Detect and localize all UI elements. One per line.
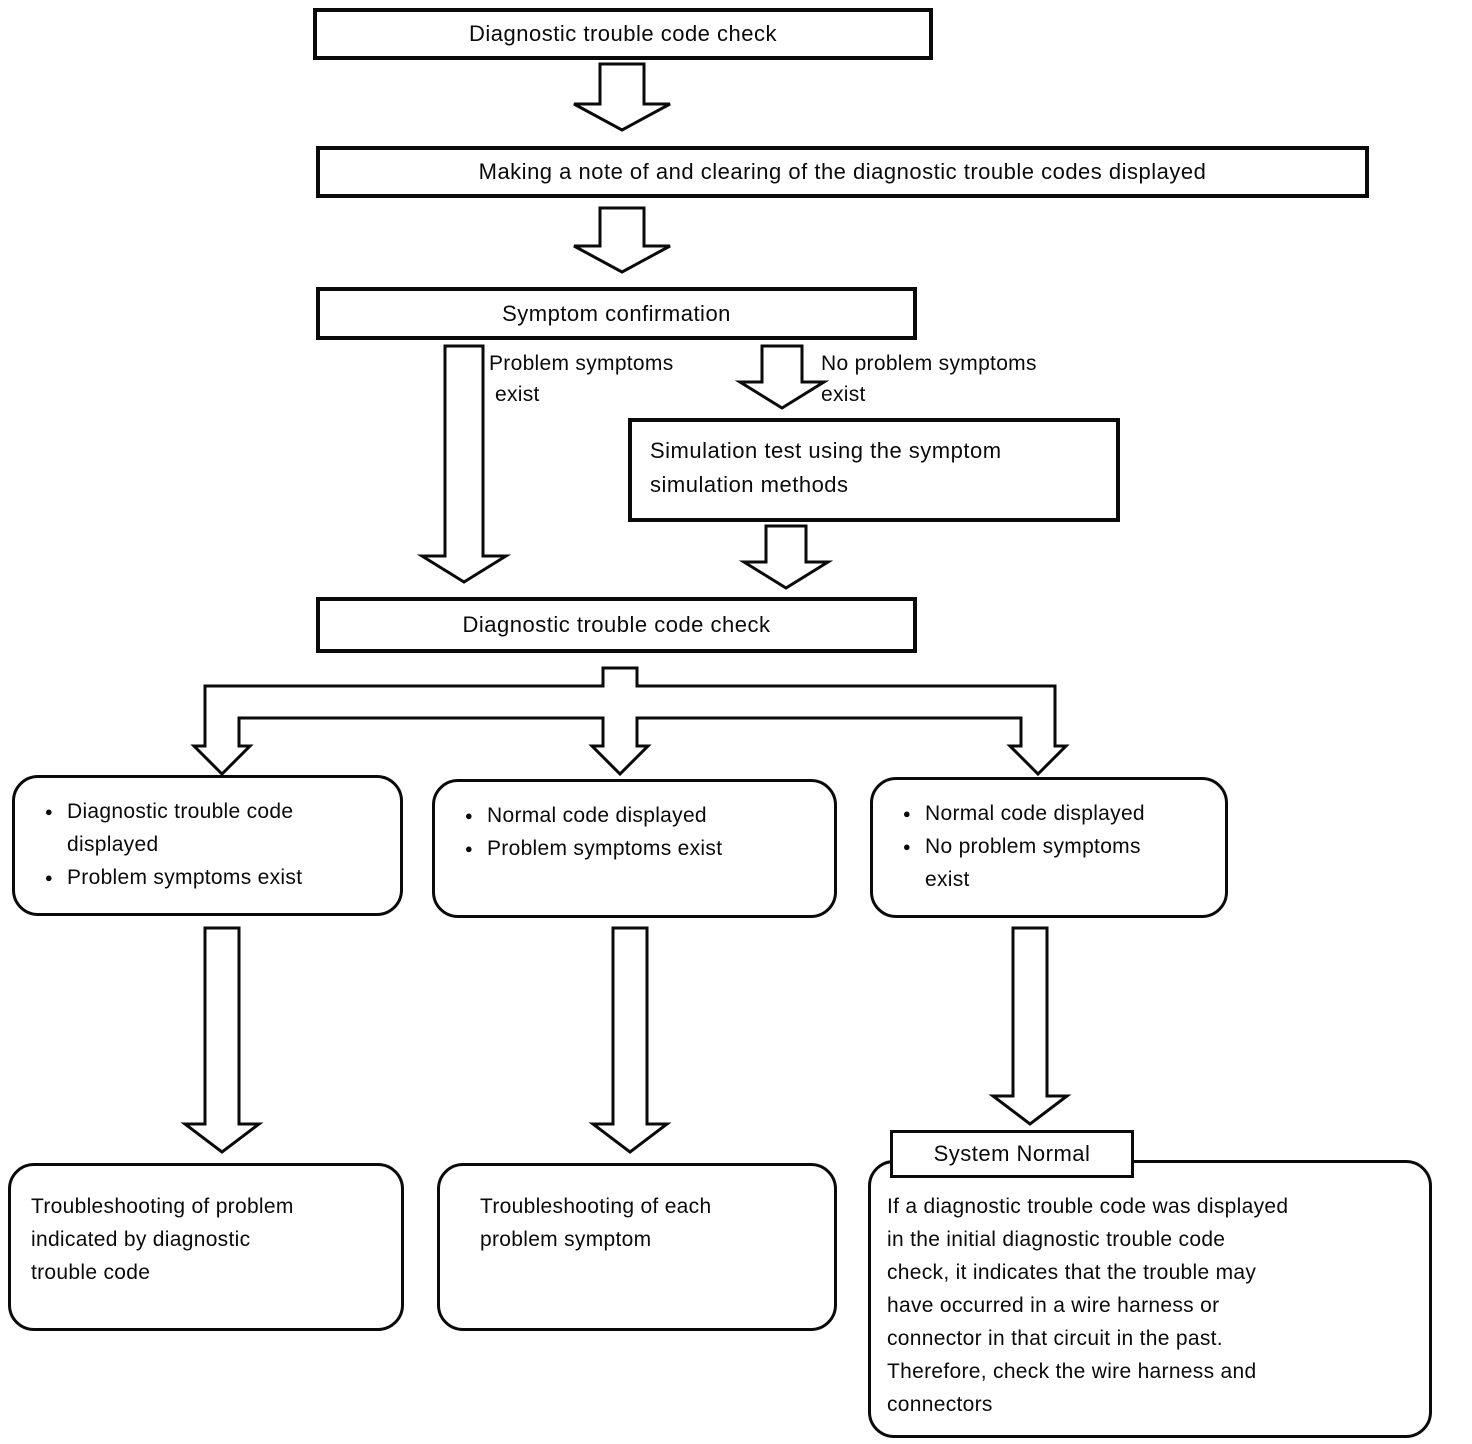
note-line: Therefore, check the wire harness and	[887, 1360, 1257, 1383]
list-item-line: Normal code displayed	[487, 804, 707, 827]
down-arrow-icon	[573, 206, 671, 274]
bullet-icon: ●	[44, 870, 54, 885]
list-item-line: Problem symptoms exist	[487, 837, 723, 860]
bullet-icon: ●	[902, 839, 912, 854]
step-dtc-check-2-label: Diagnostic trouble code check	[462, 612, 771, 637]
bullet-icon: ●	[902, 806, 912, 821]
list-item: ● Problem symptoms exist	[31, 861, 386, 894]
note-line: check, it indicates that the trouble may	[887, 1261, 1257, 1284]
result-line: indicated by diagnostic	[31, 1228, 251, 1251]
step-dtc-check-2: Diagnostic trouble code check	[316, 597, 917, 653]
note-line: connector in that circuit in the past.	[887, 1327, 1223, 1350]
branch-label-line: No problem symptoms	[821, 352, 1037, 375]
step-dtc-check-1-label: Diagnostic trouble code check	[469, 21, 777, 46]
note-line: have occurred in a wire harness or	[887, 1294, 1220, 1317]
branch-label-line: exist	[821, 383, 866, 406]
result-troubleshooting-symptom: Troubleshooting of each problem symptom	[437, 1163, 837, 1331]
bullet-icon: ●	[464, 808, 474, 823]
result-system-normal-note: If a diagnostic trouble code was display…	[868, 1160, 1432, 1438]
list-item-line: No problem symptoms	[925, 835, 1141, 858]
list-item: ● Normal code displayed	[451, 799, 820, 832]
outcome-normal-code-no-problem: ● Normal code displayed ● No problem sym…	[870, 777, 1228, 918]
list-item: ● Diagnostic trouble code displayed	[31, 795, 386, 861]
simulation-line: Simulation test using the symptom	[650, 438, 1002, 463]
step-simulation-test: Simulation test using the symptom simula…	[628, 418, 1120, 522]
list-item: ● Problem symptoms exist	[451, 832, 820, 865]
note-line: connectors	[887, 1393, 993, 1416]
outcome-normal-code-problem: ● Normal code displayed ● Problem sympto…	[432, 779, 837, 918]
branch-label-line: exist	[495, 383, 540, 406]
step-symptom-confirmation-label: Symptom confirmation	[502, 300, 731, 326]
branch-label-no-problem-symptoms: No problem symptoms exist	[821, 348, 1121, 410]
note-line: If a diagnostic trouble code was display…	[887, 1195, 1289, 1218]
list-item-line: Problem symptoms exist	[67, 866, 303, 889]
down-arrow-icon	[416, 344, 512, 584]
down-arrow-icon	[988, 926, 1072, 1126]
result-line: Troubleshooting of problem	[31, 1195, 294, 1218]
down-arrow-icon	[734, 344, 830, 410]
down-arrow-icon	[738, 524, 834, 590]
step-note-clear-label: Making a note of and clearing of the dia…	[478, 159, 1207, 184]
step-dtc-check-1: Diagnostic trouble code check	[313, 8, 933, 60]
step-symptom-confirmation: Symptom confirmation	[316, 287, 917, 340]
step-note-clear: Making a note of and clearing of the dia…	[316, 146, 1369, 198]
branch-label-problem-symptoms: Problem symptoms exist	[489, 348, 729, 410]
bullet-icon: ●	[44, 804, 54, 819]
outcome-dtc-displayed: ● Diagnostic trouble code displayed ● Pro…	[12, 775, 403, 916]
result-line: Troubleshooting of each	[480, 1195, 712, 1218]
list-item-line: Diagnostic trouble code	[67, 800, 294, 823]
down-arrow-icon	[588, 926, 672, 1154]
list-item-line: Normal code displayed	[925, 802, 1145, 825]
bullet-icon: ●	[464, 841, 474, 856]
down-arrow-icon	[573, 62, 671, 132]
result-line: trouble code	[31, 1261, 151, 1284]
list-item: ● Normal code displayed	[889, 797, 1211, 830]
list-item-line: exist	[925, 868, 970, 891]
list-item-line: displayed	[67, 833, 159, 856]
result-line: problem symptom	[480, 1228, 652, 1251]
list-item: ● No problem symptoms exist	[889, 830, 1211, 896]
branch-manifold-icon	[190, 666, 1070, 777]
simulation-line: simulation methods	[650, 472, 849, 497]
down-arrow-icon	[180, 926, 264, 1154]
system-normal-tag: System Normal	[890, 1130, 1134, 1178]
note-line: in the initial diagnostic trouble code	[887, 1228, 1226, 1251]
branch-label-line: Problem symptoms	[489, 352, 674, 375]
system-normal-label: System Normal	[933, 1141, 1091, 1166]
result-troubleshooting-dtc: Troubleshooting of problem indicated by …	[8, 1163, 404, 1331]
